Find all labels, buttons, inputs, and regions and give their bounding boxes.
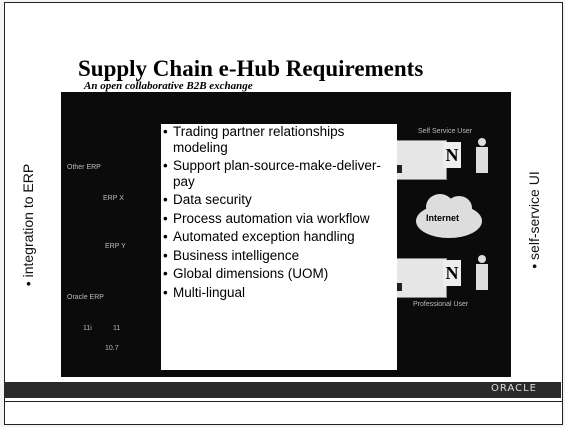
list-item: Support plan-source-make-deliver-pay <box>161 158 397 189</box>
professional-user-label: Professional User <box>413 301 469 308</box>
list-item: Process automation via workflow <box>161 211 397 227</box>
version-11i-label: 11i <box>83 325 92 332</box>
version-10-7-label: 10.7 <box>105 345 119 352</box>
list-item: Multi-lingual <box>161 285 397 301</box>
browser-n-logo-top: N <box>443 142 461 168</box>
slide-title: Supply Chain e-Hub Requirements <box>78 56 424 81</box>
requirements-box: Trading partner relationships modeling S… <box>161 124 397 370</box>
internet-label: Internet <box>426 213 460 223</box>
version-11-label: 11 <box>113 325 121 332</box>
browser-n-logo-bottom: N <box>443 260 461 286</box>
self-service-user-icon <box>473 138 491 174</box>
right-side-label-text: • self-service UI <box>526 171 542 269</box>
self-service-user-label: Self Service User <box>418 128 473 135</box>
professional-user-icon <box>473 255 491 291</box>
erp-x-label: ERP X <box>103 195 124 202</box>
internet-cloud-icon <box>416 194 482 238</box>
footer-strip <box>4 401 563 425</box>
other-erp-label: Other ERP <box>67 164 101 171</box>
architecture-diagram: Other ERP ERP X ERP Y Oracle ERP 11i 11 … <box>61 92 511 377</box>
left-side-label-text: • integration to ERP <box>20 163 36 287</box>
oracle-logo: ORACLE <box>491 383 537 394</box>
list-item: Automated exception handling <box>161 229 397 245</box>
right-side-label: • self-service UI <box>520 95 548 345</box>
list-item: Trading partner relationships modeling <box>161 124 397 155</box>
list-item: Business intelligence <box>161 248 397 264</box>
requirements-list: Trading partner relationships modeling S… <box>161 124 397 300</box>
list-item: Global dimensions (UOM) <box>161 266 397 282</box>
slide-subtitle: An open collaborative B2B exchange <box>84 80 253 92</box>
erp-y-label: ERP Y <box>105 243 126 250</box>
footer-bar <box>4 382 561 398</box>
list-item: Data security <box>161 192 397 208</box>
oracle-erp-label: Oracle ERP <box>67 294 104 301</box>
left-side-label: • integration to ERP <box>14 80 42 370</box>
